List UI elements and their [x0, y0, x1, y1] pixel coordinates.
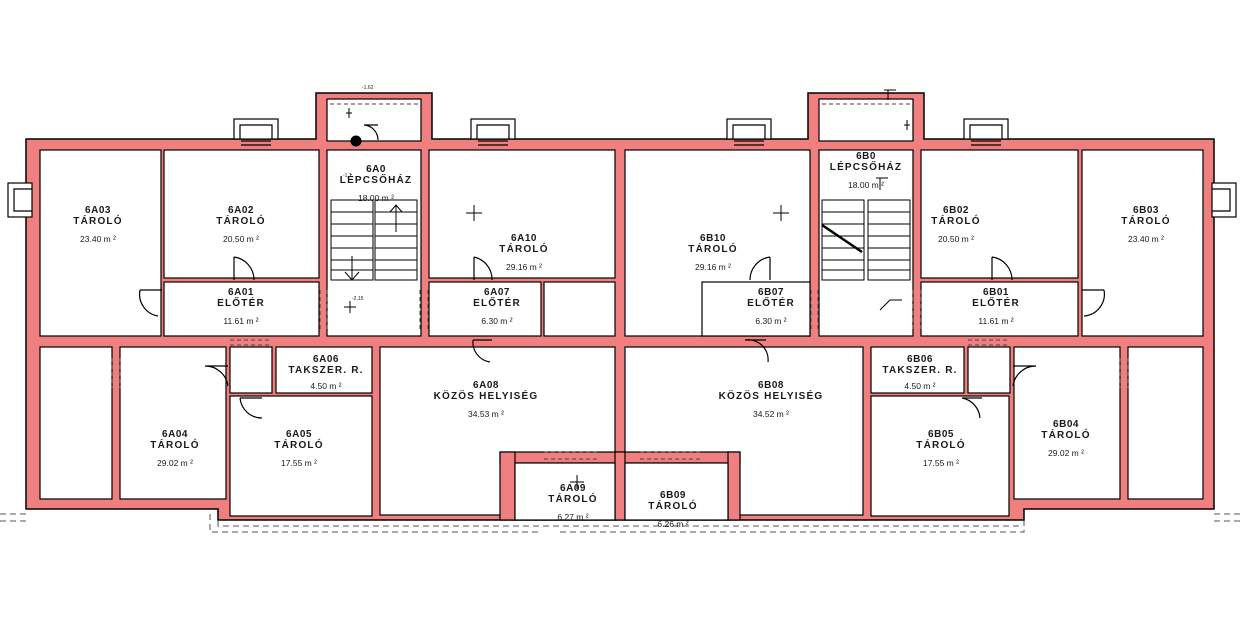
room-6a01: [163, 281, 320, 337]
staircase-b: [821, 199, 911, 281]
room-6b04-small: [1127, 346, 1204, 500]
room-6b0: [818, 149, 914, 337]
level-mark: -1.62: [362, 85, 374, 91]
room-6b07: [701, 281, 811, 337]
recess-rooms: [514, 462, 729, 521]
room-6a10-lower: [543, 281, 616, 337]
staircase-a: [330, 199, 418, 281]
corridor-a: [229, 346, 273, 394]
room-6b02: [920, 149, 1079, 279]
room-interiors: [39, 98, 1204, 521]
level-mark: -2.15: [352, 296, 364, 302]
room-6a10: [428, 149, 616, 279]
room-6a07: [428, 281, 542, 337]
corridor-b: [967, 346, 1011, 394]
markers: [344, 89, 910, 489]
room-6b05: [870, 395, 1010, 517]
stair-porch-b: [818, 98, 914, 142]
room-6a02: [163, 149, 320, 279]
room-6b01: [920, 281, 1079, 337]
room-6b06: [870, 346, 965, 394]
recess-walls: [499, 451, 741, 521]
openings: [111, 103, 1129, 460]
room-6a04: [119, 346, 227, 500]
room-6a0: [326, 149, 422, 337]
room-6a04-small: [39, 346, 113, 500]
room-6a03: [39, 149, 162, 337]
stair-porch-a: [326, 98, 422, 142]
doors: [138, 124, 1105, 419]
room-6b04: [1013, 346, 1121, 500]
room-6a06: [275, 346, 373, 394]
level-mark: -1.1: [343, 173, 352, 179]
windows: [7, 118, 1237, 218]
